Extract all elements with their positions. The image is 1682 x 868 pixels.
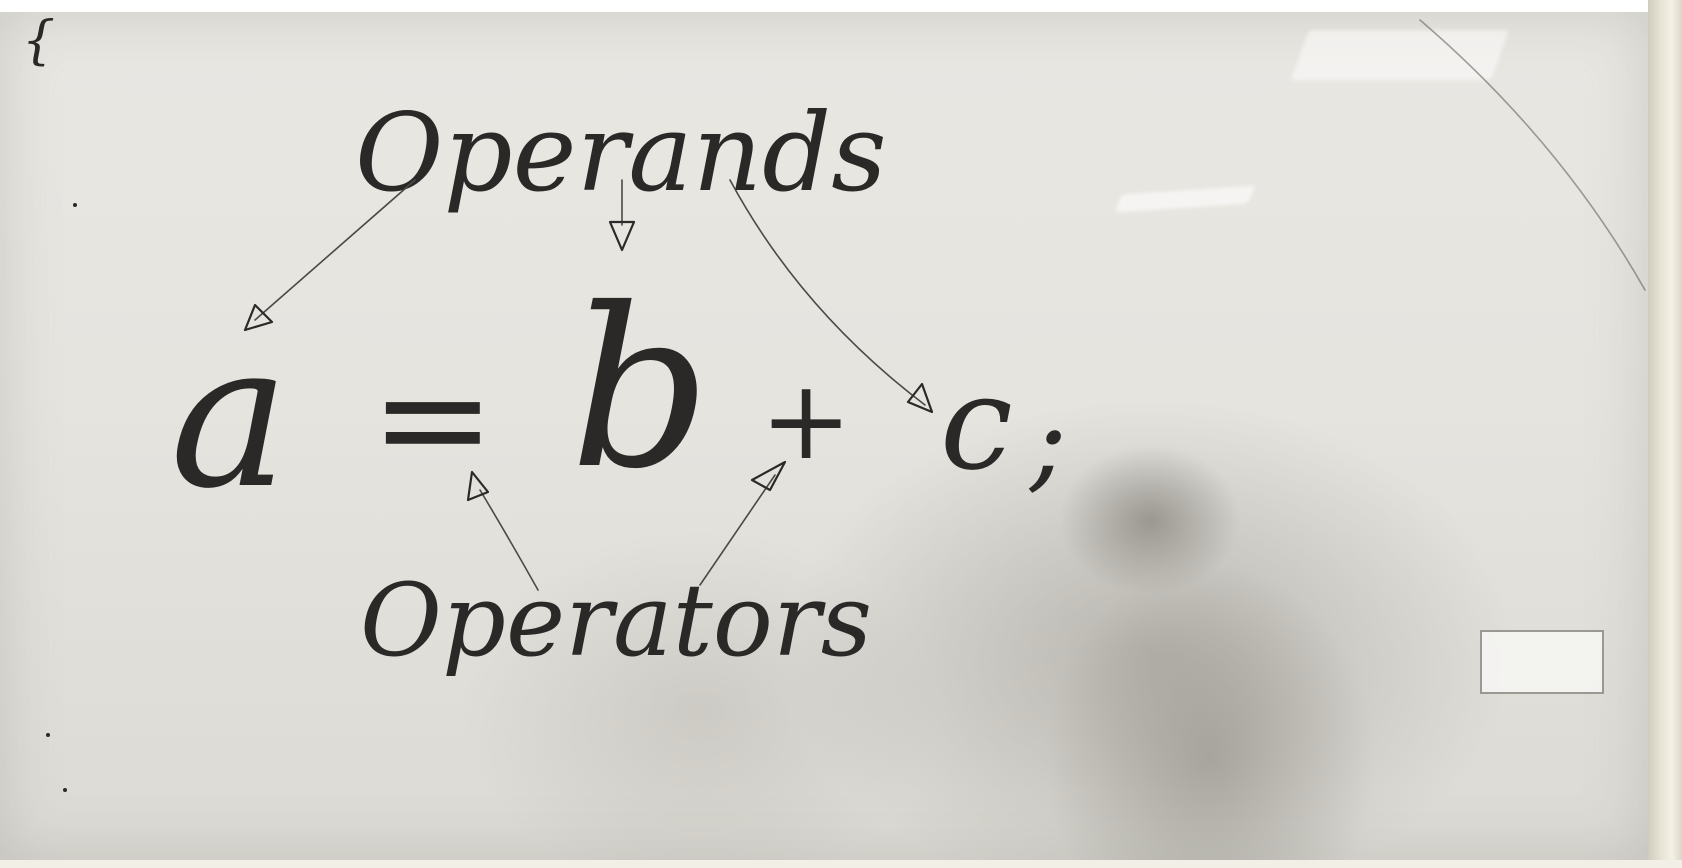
- arrow-operands-to-b: [608, 179, 636, 252]
- semicolon: ;: [1028, 376, 1067, 504]
- arrow-operators-to-equals: [466, 470, 539, 591]
- stray-line: [1419, 19, 1646, 291]
- stray-dot: [46, 733, 50, 737]
- whiteboard-frame-right: [1648, 0, 1682, 868]
- corner-brace-mark: {: [22, 11, 55, 71]
- operand-b: b: [570, 261, 711, 517]
- operators-label: Operators: [360, 562, 872, 679]
- operand-a: a: [170, 300, 289, 533]
- operand-c: c: [940, 347, 1013, 499]
- arrow-operators-to-plus: [699, 460, 787, 586]
- stray-dot: [63, 788, 67, 792]
- whiteboard-frame-bottom: [0, 860, 1682, 868]
- arrow-operands-to-a: [243, 179, 416, 332]
- operator-plus: +: [760, 356, 852, 484]
- operator-equals: =: [370, 332, 496, 506]
- arrow-operands-to-c: [729, 179, 934, 414]
- person-reflection: [1030, 440, 1390, 860]
- stray-dot: [73, 203, 77, 207]
- monitor-reflection: [1480, 630, 1604, 694]
- operands-label: Operands: [355, 91, 887, 216]
